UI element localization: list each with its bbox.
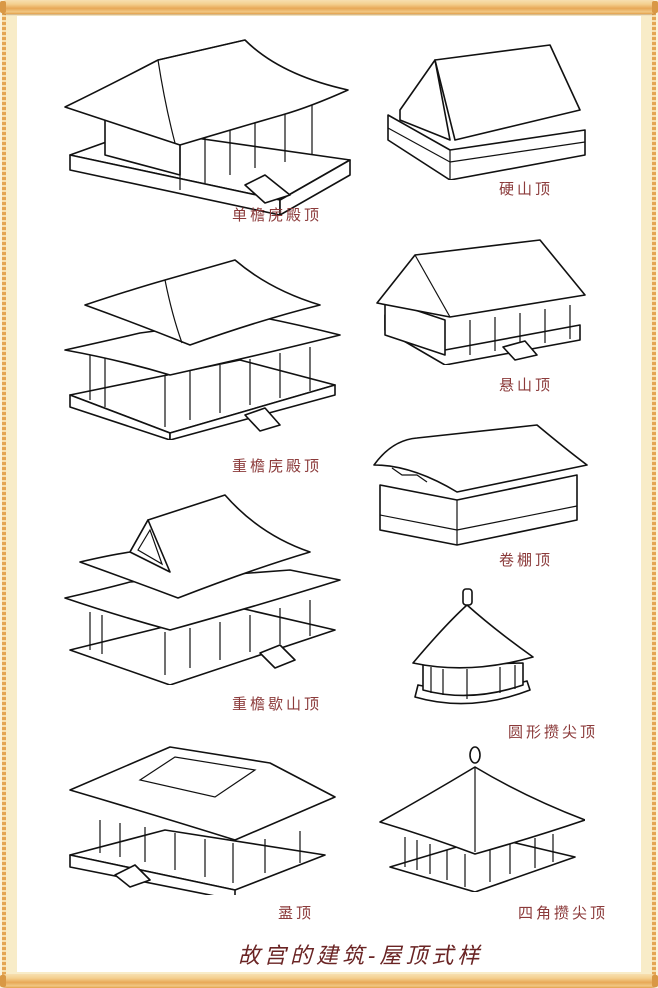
page-title: 故宫的建筑-屋顶式样 [238, 944, 484, 969]
figure-rolled-ridge [372, 420, 592, 550]
label-round-pyramidal: 圆形攒尖顶 [508, 723, 599, 741]
label-single-eave-hip: 单檐庑殿顶 [232, 206, 323, 224]
label-square-pyramidal: 四角攒尖顶 [518, 904, 609, 922]
label-double-eave-hip-gable: 重檐歇山顶 [232, 695, 323, 713]
label-hard-gable: 硬山顶 [499, 180, 554, 198]
figure-double-eave-hip [60, 255, 350, 440]
label-flat-top-hip: 盝顶 [278, 904, 315, 922]
figure-hard-gable [380, 40, 590, 180]
figure-square-pyramidal [375, 742, 585, 892]
scroll-rod-top [0, 0, 658, 14]
label-double-eave-hip: 重檐庑殿顶 [232, 457, 323, 475]
label-overhanging-gable: 悬山顶 [499, 376, 554, 394]
scroll-rod-bottom [0, 974, 658, 988]
figure-round-pyramidal [405, 585, 535, 710]
scroll-edge-right [652, 12, 656, 975]
figure-flat-top-hip [65, 735, 345, 895]
label-rolled-ridge: 卷棚顶 [499, 551, 554, 569]
figure-double-eave-hip-gable [60, 490, 350, 685]
figure-single-eave-hip [50, 35, 360, 215]
figure-overhanging-gable [375, 235, 590, 365]
scroll-edge-left [2, 12, 6, 975]
